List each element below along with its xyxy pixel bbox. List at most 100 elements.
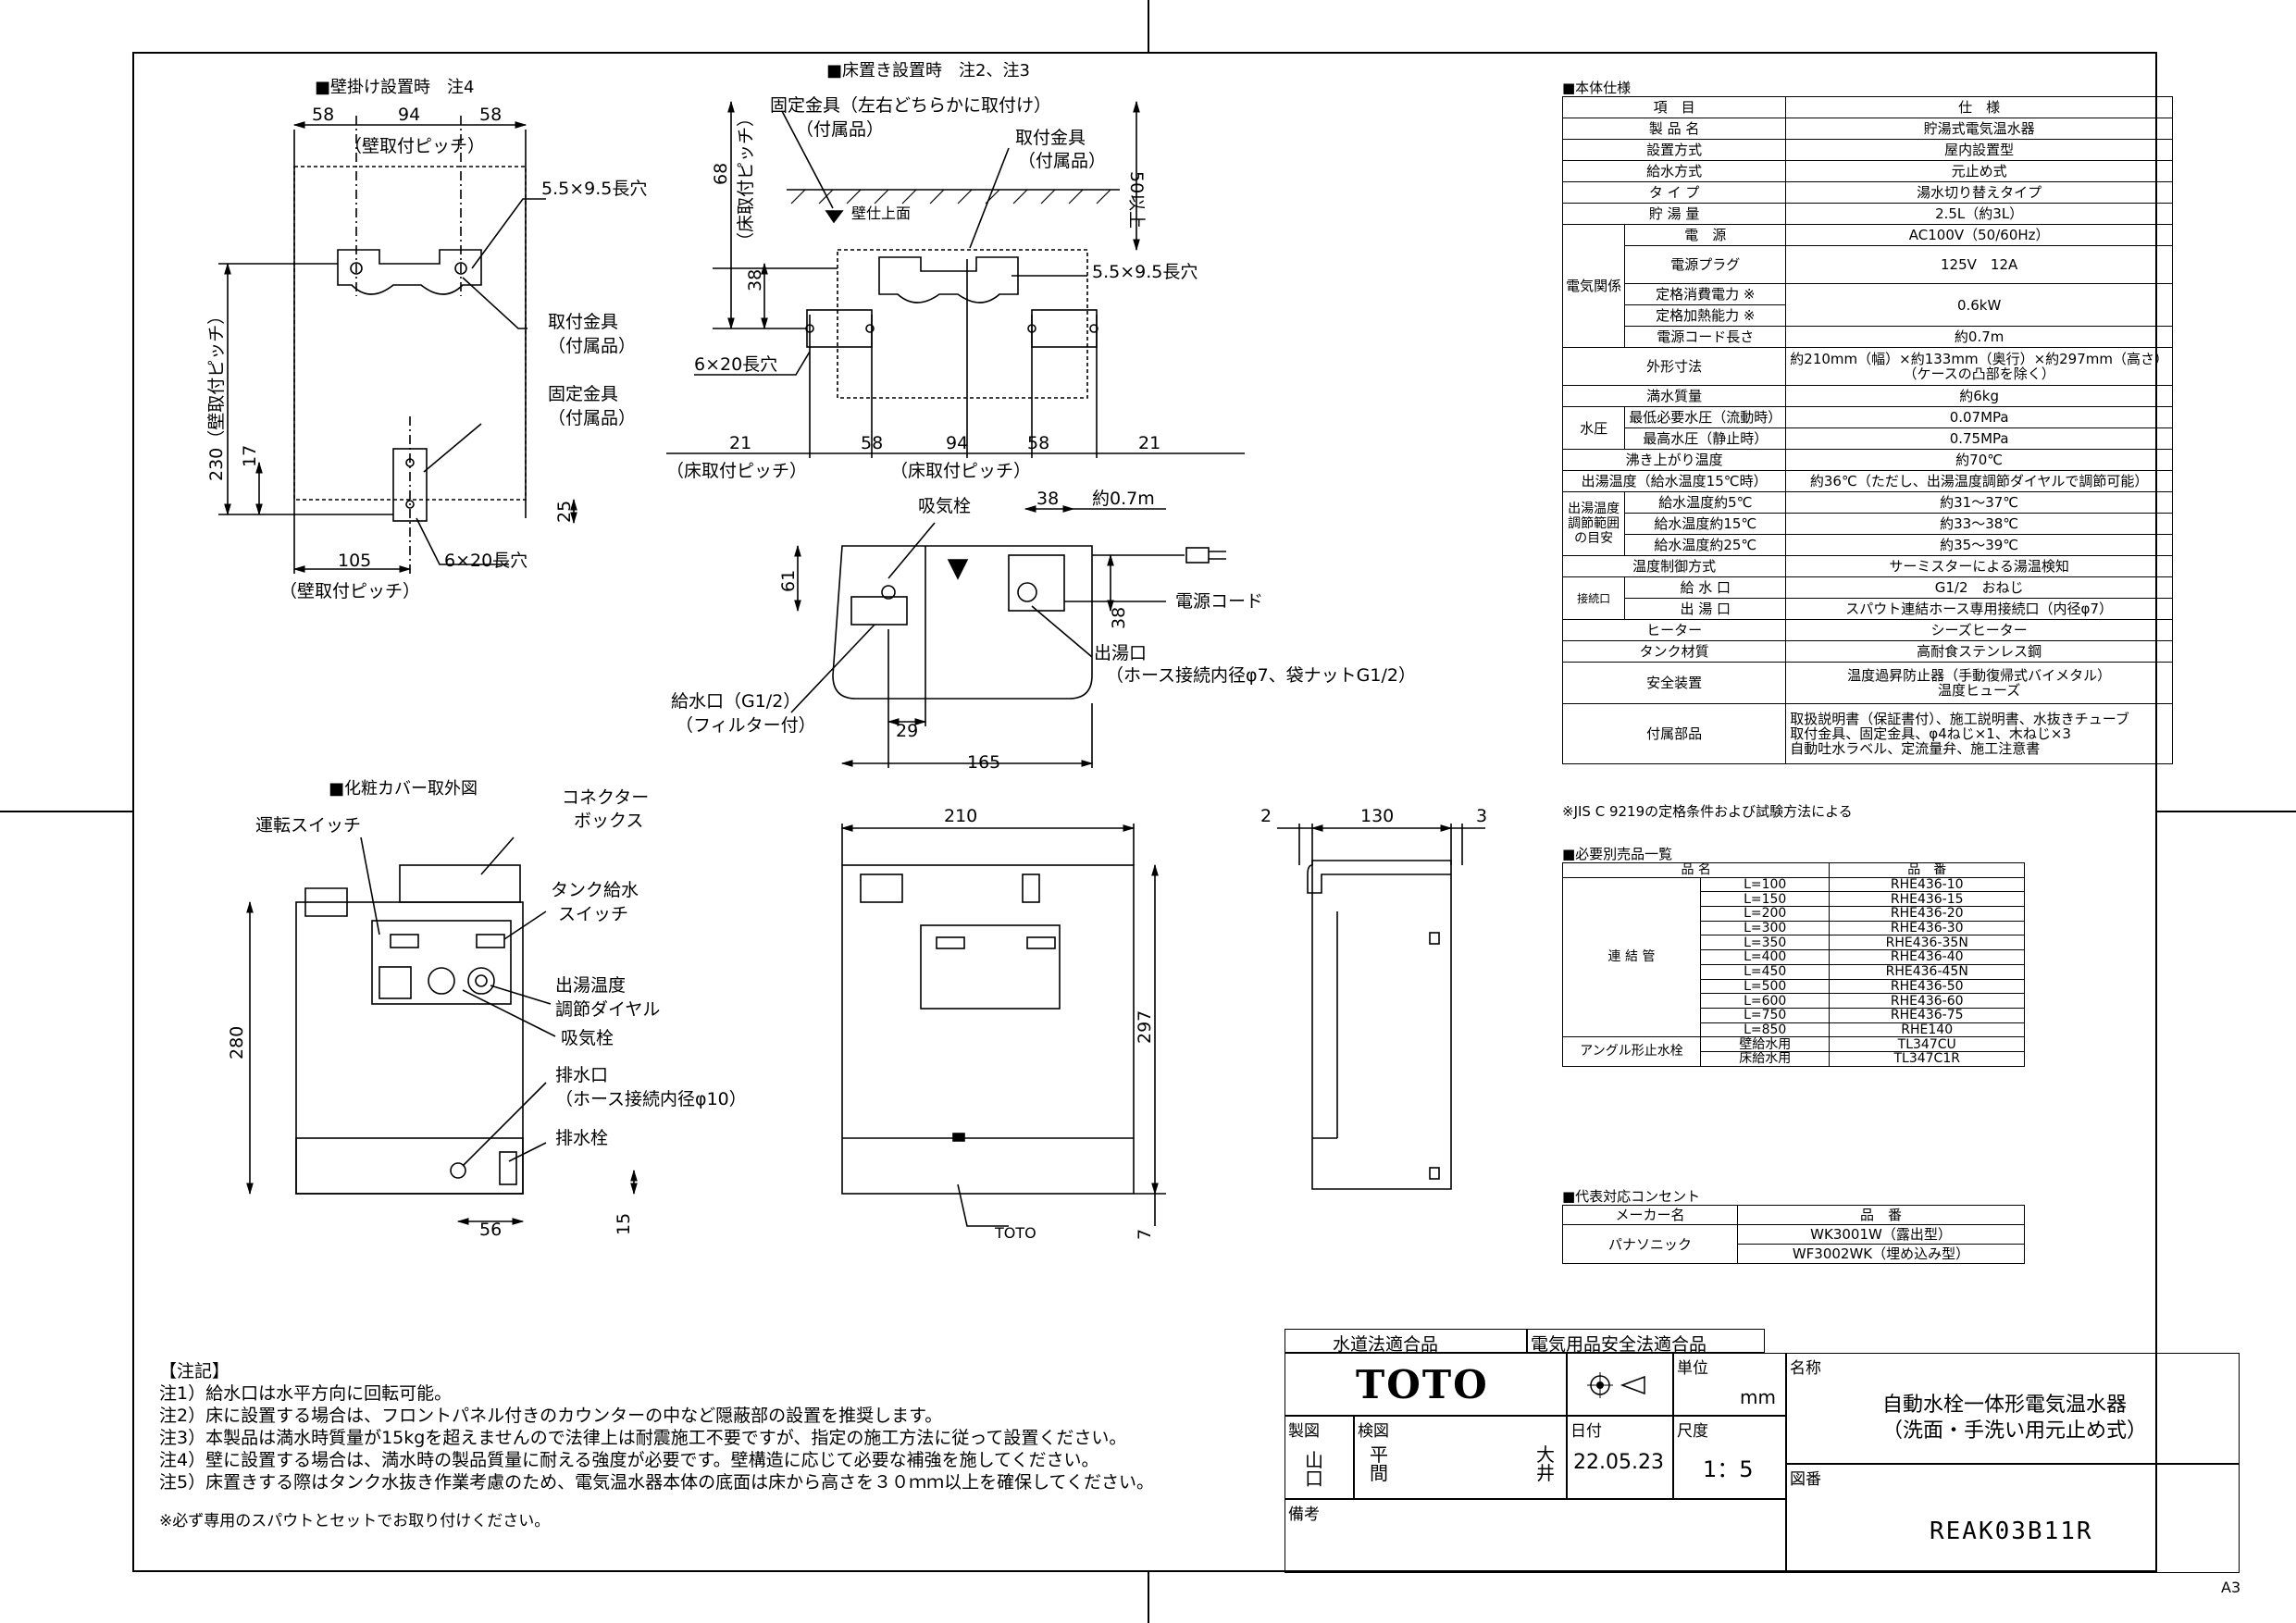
note-line: 注3）本製品は満水時質量が15kgを超えませんので法律上は耐震施工不要ですが、指… [159, 1428, 1127, 1448]
table-row: 沸き上がり温度約70℃ [1561, 449, 2173, 471]
inlet-label: 給水口（G1/2） [671, 691, 800, 712]
cover-dim-56: 56 [479, 1220, 502, 1240]
dim-58-right: 58 [479, 105, 502, 125]
product-name-2: （洗面・手洗い用元止め式） [1882, 1419, 2148, 1443]
floor-dim-38: 38 [745, 269, 765, 291]
top-dim-38: 38 [1036, 489, 1059, 509]
dim-58-left: 58 [312, 105, 334, 125]
parts-title: ■必要別売品一覧 [1562, 846, 1673, 862]
table-row: 定格加熱能力 ※ [1563, 304, 2173, 327]
note-line: 注4）壁に設置する場合は、満水時の製品質量に耐える強度が必要です。壁構造に応じて… [159, 1450, 1099, 1470]
spout-note: ※必ず専用のスパウトとセットでお取り付けください。 [159, 1512, 551, 1530]
toto-logo: TOTO [1356, 1362, 1489, 1407]
wall-pitch-bottom: （壁取付ピッチ） [279, 581, 420, 601]
dim-50-min: 50以上 [1126, 171, 1147, 229]
elec-group-label: 電気関係 [1561, 224, 1626, 348]
floor-dim-21-left: 21 [729, 433, 751, 453]
wall-face-label: 壁仕上面 [851, 204, 911, 222]
dim-68-sub: （床取付ピッチ） [736, 109, 756, 250]
floor-mount-view [666, 100, 1245, 458]
table-row: 温度制御方式サーミスターによる湯温検知 [1561, 555, 2173, 577]
unit-label: 単位 [1677, 1359, 1708, 1378]
maker-cell: パナソニック [1562, 1224, 1738, 1264]
cover-dim-280: 280 [227, 1026, 247, 1059]
dim-68: 68 [711, 163, 731, 185]
outlet-sub: （ホース接続内径φ7、袋ナットG1/2） [1106, 665, 1416, 686]
top-vent-label: 吸気栓 [918, 496, 971, 516]
front-view [840, 824, 1166, 1227]
side-dim-130: 130 [1360, 806, 1394, 826]
wall-bracket-label: 取付金具 [548, 312, 618, 332]
table-row: メーカー名品 番 [1562, 1205, 2025, 1225]
center-mark-left [0, 811, 132, 812]
remarks-label: 備考 [1288, 1505, 1320, 1524]
floor-dim-94: 94 [946, 433, 968, 453]
cover-dim-15: 15 [614, 1213, 634, 1235]
note-line: 注1）給水口は水平方向に回転可能。 [159, 1383, 453, 1404]
top-dim-61: 61 [778, 570, 799, 592]
floor-dim-58-right: 58 [1027, 433, 1049, 453]
checked-by: 平間 [1370, 1443, 1388, 1484]
drawn-by: 山口 [1305, 1449, 1323, 1490]
table-row: WF3002WK（埋め込み型） [1563, 1244, 2025, 1264]
dim-230: 230（壁取付ピッチ） [206, 307, 227, 481]
wall-fix-sub: （付属品） [548, 408, 636, 428]
table-row: 外形寸法 約210mm（幅）×約133mm（奥行）×約297mm（高さ）（ケース… [1561, 347, 2173, 386]
side-dim-3: 3 [1476, 806, 1487, 826]
range-group-label: 出湯温度調節範囲の目安 [1561, 491, 1626, 556]
drain-sub: （ホース接続内径φ10） [555, 1089, 747, 1109]
table-row: 出湯温度（給水温度15℃時）約36℃（ただし、出湯温度調節ダイヤルで調節可能） [1561, 470, 2173, 492]
front-dim-210: 210 [944, 806, 977, 826]
cord-length-label: 約0.7m [1092, 489, 1155, 509]
drain-label: 排水口 [555, 1065, 608, 1085]
table-row: 安全装置 温度過昇防止器（手動復帰式バイメタル）温度ヒューズ [1561, 662, 2173, 704]
table-row: 設置方式屋内設置型 [1561, 139, 2173, 161]
tank-switch-label-1: タンク給水 [551, 880, 639, 900]
wall-slot-label: 5.5×9.5長穴 [541, 179, 647, 199]
front-logo: TOTO [994, 1224, 1036, 1242]
table-row: 満水質量約6kg [1561, 385, 2173, 407]
inlet-sub: （フィルター付） [676, 715, 816, 736]
spec-header-item: 項 目 [1561, 96, 1787, 118]
table-row: 最高水圧（静止時）0.75MPa [1563, 427, 2173, 450]
date-label: 日付 [1570, 1422, 1602, 1441]
water-cert-label: 水道法適合品 [1333, 1334, 1439, 1355]
tank-switch-label-2: スイッチ [558, 904, 628, 924]
power-cord-label: 電源コード [1175, 591, 1263, 612]
product-name-1: 自動水栓一体形電気温水器 [1882, 1394, 2128, 1417]
spec-header-value: 仕 様 [1785, 96, 2173, 118]
pipe-label: 連 結 管 [1562, 876, 1701, 1038]
center-mark-top [1148, 0, 1149, 52]
floor-pitch-mid: （床取付ピッチ） [890, 461, 1031, 481]
cover-removed-view [246, 836, 638, 1225]
outlet-title: ■代表対応コンセント [1562, 1188, 1701, 1205]
note-line: 注5）床置きする際はタンク水抜き作業考慮のため、電気温水器本体の底面は床から高さ… [159, 1472, 1154, 1493]
floor-fix-sub: （付属品） [796, 119, 884, 140]
side-dim-2: 2 [1260, 806, 1272, 826]
floor-fix-label: 固定金具（左右どちらかに取付け） [770, 95, 1051, 116]
floor-slot-label: 5.5×9.5長穴 [1092, 262, 1198, 282]
wall-bracket-sub: （付属品） [548, 336, 636, 356]
top-dim-29: 29 [896, 721, 918, 741]
spec-title: ■本体仕様 [1562, 80, 1632, 96]
table-row: タンク材質高耐食ステンレス鋼 [1561, 640, 2173, 663]
connection-group-label: 接続口 [1561, 576, 1626, 620]
wall-fix-label: 固定金具 [548, 384, 618, 404]
drawing-number: REAK03B11R [1930, 1518, 2093, 1545]
run-switch-label: 運転スイッチ [255, 815, 361, 836]
floor-dim-58-left: 58 [861, 433, 883, 453]
top-dim-38-vertical: 38 [1109, 607, 1129, 629]
spec-footnote: ※JIS C 9219の定格条件および試験方法による [1562, 803, 1853, 820]
